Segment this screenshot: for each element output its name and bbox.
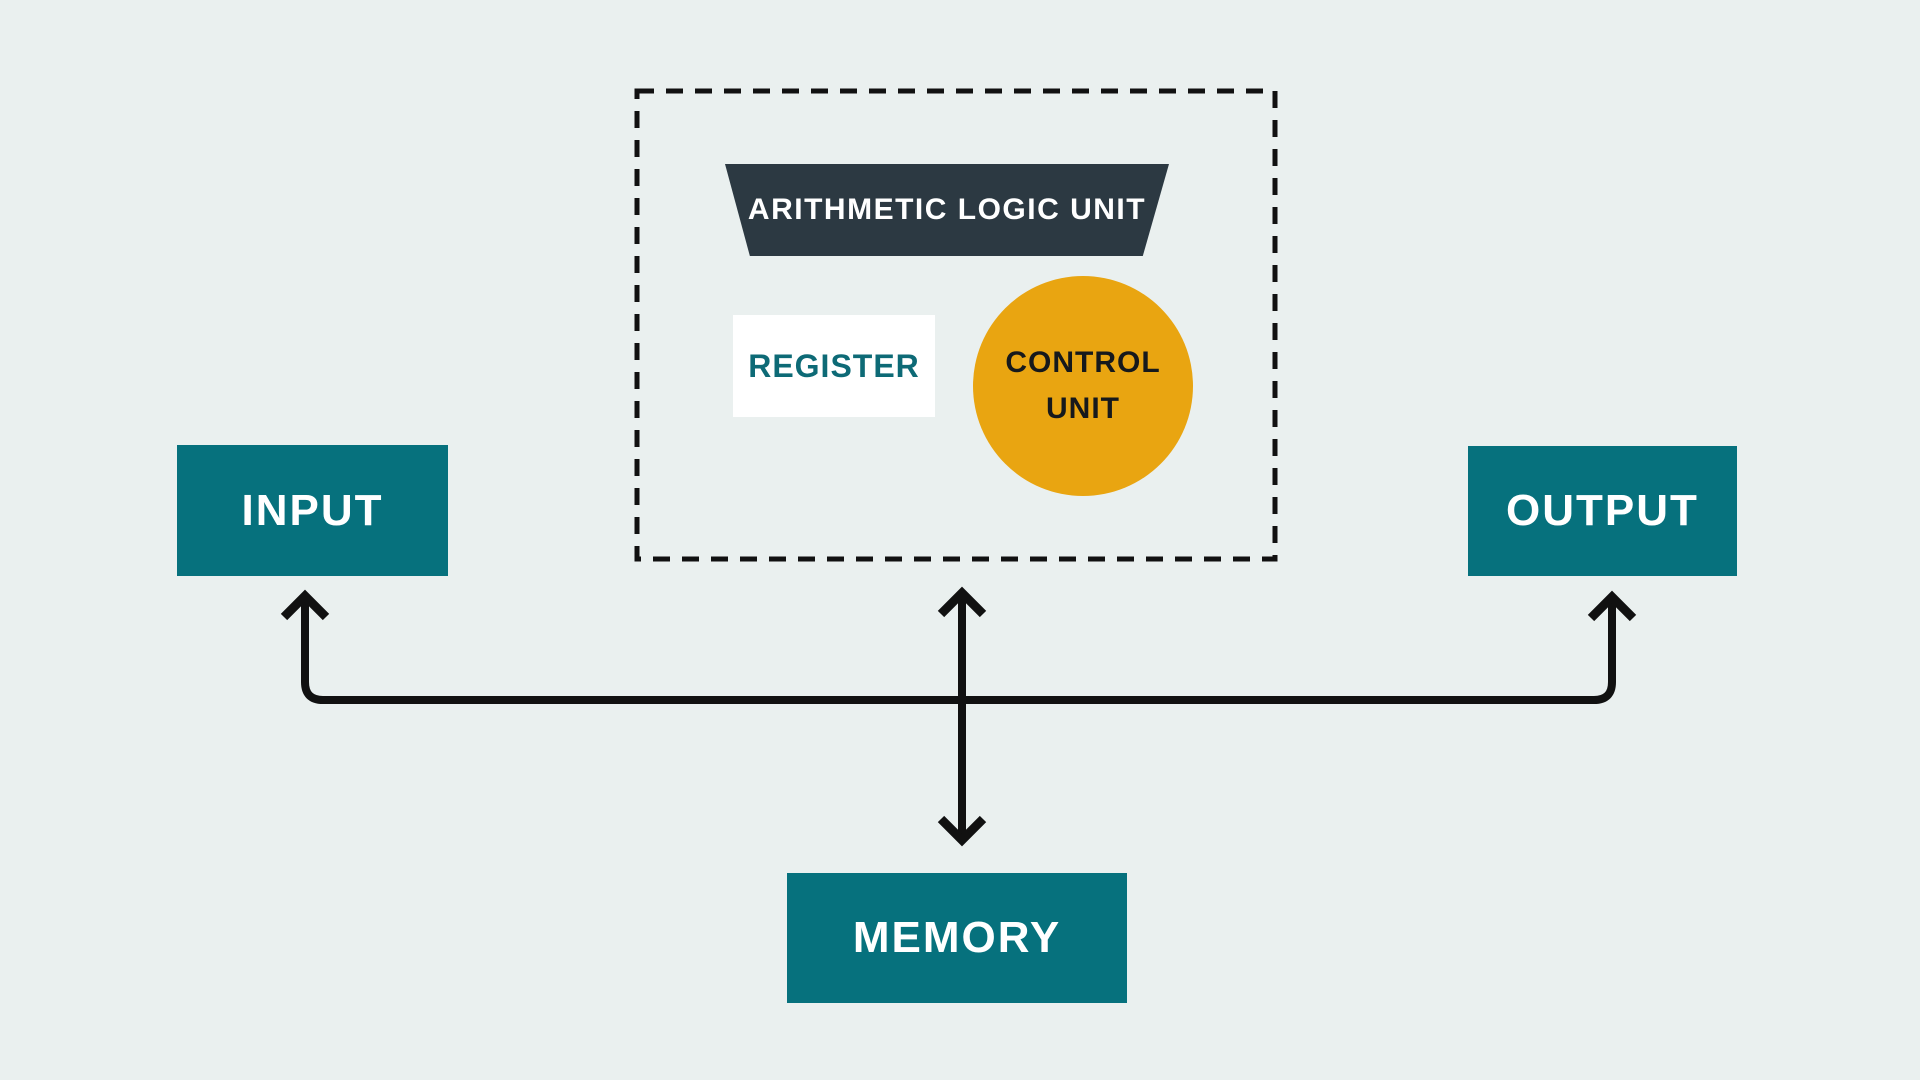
- input-label: INPUT: [241, 485, 384, 535]
- control-unit-label-line2: UNIT: [1046, 392, 1120, 425]
- control-unit-label-line1: CONTROL: [1005, 345, 1161, 379]
- memory-label: MEMORY: [852, 913, 1062, 962]
- register-block: REGISTER: [733, 315, 935, 417]
- output-box: OUTPUT: [1468, 446, 1737, 576]
- arrowhead-down-memory-icon: [937, 815, 987, 847]
- memory-box: MEMORY: [787, 873, 1127, 1003]
- cpu-dashed-boundary: [634, 88, 1278, 562]
- output-label: OUTPUT: [1506, 486, 1699, 535]
- control-unit-circle: CONTROL UNIT: [973, 276, 1193, 496]
- alu-block: ARITHMETIC LOGIC UNIT: [725, 164, 1169, 256]
- arrowhead-up-cpu-icon: [937, 586, 987, 618]
- arrowhead-up-input-icon: [280, 589, 330, 621]
- arrowhead-up-output-icon: [1587, 590, 1637, 622]
- alu-label: ARITHMETIC LOGIC UNIT: [747, 193, 1147, 226]
- register-label: REGISTER: [748, 347, 920, 384]
- input-box: INPUT: [177, 445, 448, 576]
